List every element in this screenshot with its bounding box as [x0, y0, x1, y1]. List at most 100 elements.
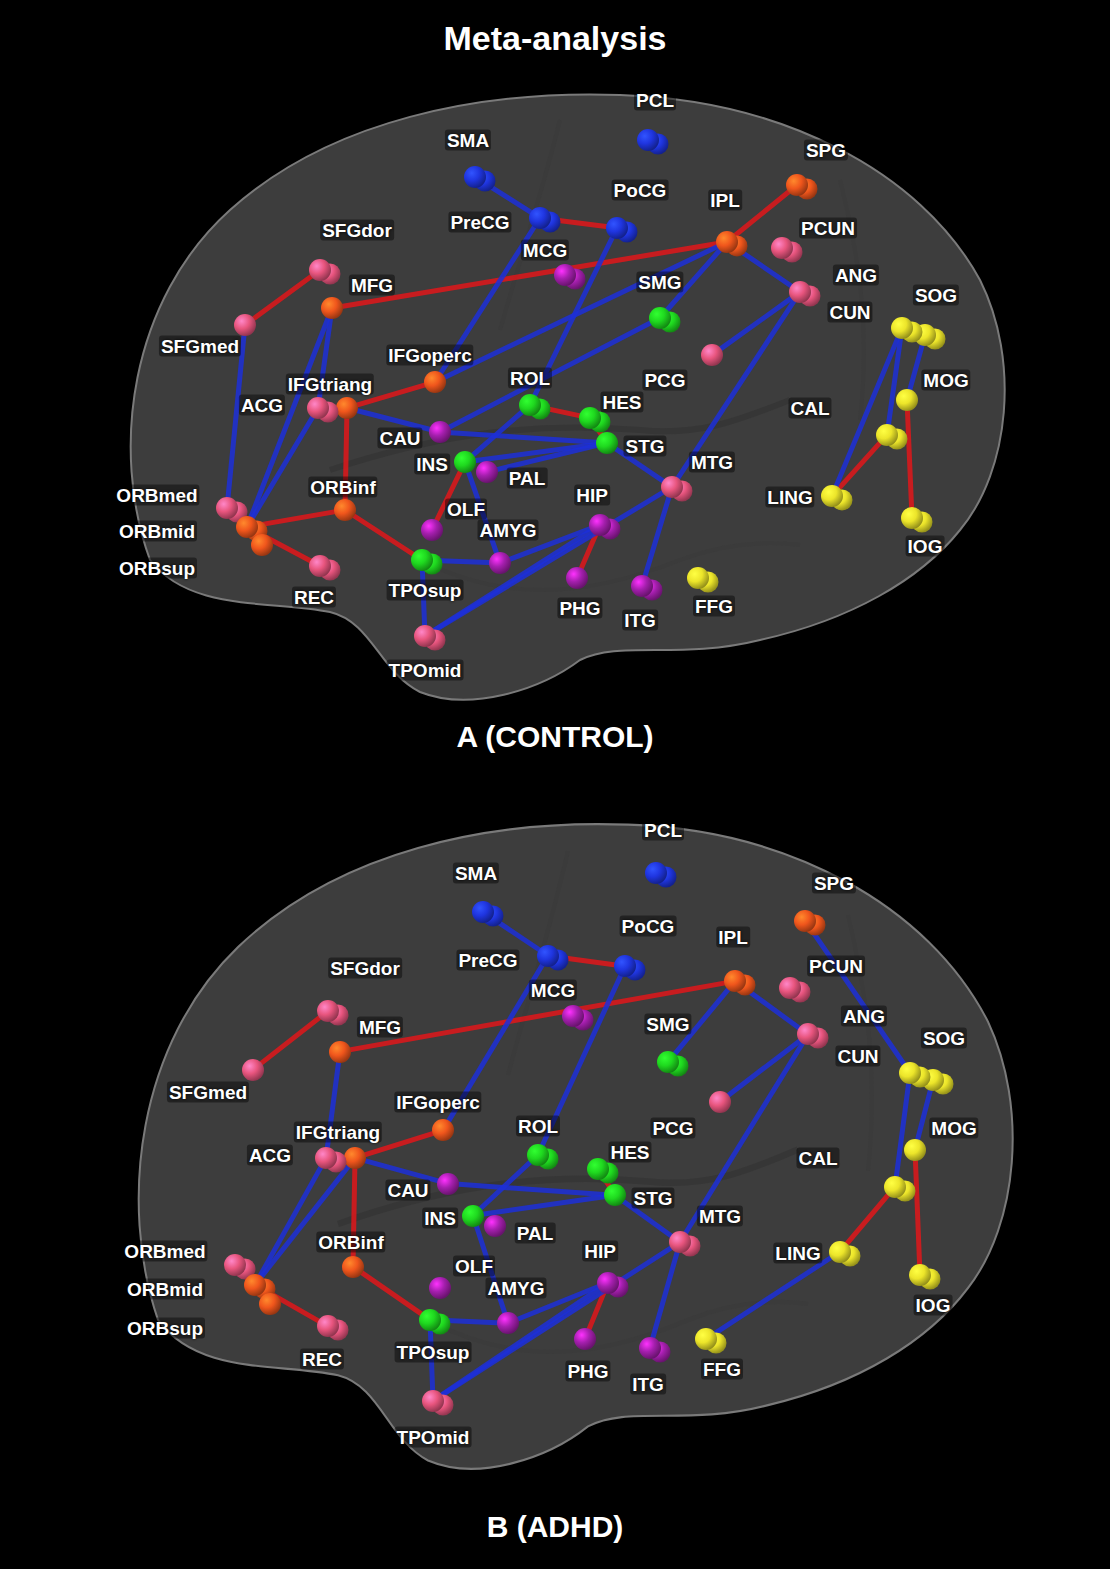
connection-line: [451, 433, 596, 443]
region-label: PCL: [634, 90, 676, 111]
figure-title: Meta-analysis: [444, 19, 667, 58]
region-node: PCG: [709, 1091, 731, 1113]
region-label: ORBmid: [125, 1279, 205, 1300]
region-label: IFGoperc: [394, 1091, 481, 1112]
region-label: PCUN: [799, 218, 857, 239]
region-node: PreCG: [529, 207, 551, 229]
region-node: ORBsup: [259, 1293, 281, 1315]
region-sphere: [454, 451, 476, 473]
region-label: REC: [292, 587, 336, 608]
region-label: SFGmed: [167, 1081, 249, 1102]
region-node: SMG: [657, 1051, 679, 1073]
region-sphere: [896, 389, 918, 411]
region-sphere: [637, 129, 659, 151]
region-sphere: [317, 1000, 339, 1022]
region-sphere: [315, 1147, 337, 1169]
region-node: MOG: [896, 389, 918, 411]
region-node: PCL: [645, 862, 667, 884]
region-node: REC: [309, 555, 331, 577]
region-label: MTG: [689, 452, 735, 473]
region-node: IOG: [909, 1264, 931, 1286]
region-sphere: [476, 461, 498, 483]
region-label: IFGtriang: [294, 1122, 382, 1143]
region-label: SOG: [921, 1027, 967, 1048]
region-node: PAL: [476, 461, 498, 483]
region-node: SFGmed: [242, 1059, 264, 1081]
region-sphere: [587, 1158, 609, 1180]
region-label: STG: [631, 1188, 674, 1209]
region-node: OLF: [421, 519, 443, 541]
region-label: HES: [608, 1141, 651, 1162]
region-node: PHG: [566, 567, 588, 589]
region-node: AMYG: [489, 552, 511, 574]
region-node: TPOmid: [414, 625, 436, 647]
region-sphere: [251, 534, 273, 556]
region-label: OLF: [453, 1255, 495, 1276]
region-label: CAL: [796, 1148, 839, 1169]
region-node: MTG: [661, 476, 683, 498]
region-label: PCUN: [807, 956, 865, 977]
region-label: AMYG: [478, 520, 539, 541]
connection-line: [686, 1044, 802, 1233]
region-sphere: [566, 567, 588, 589]
region-sphere: [317, 1315, 339, 1337]
region-label: ANG: [833, 265, 879, 286]
region-sphere: [899, 1062, 921, 1084]
region-sphere: [562, 1005, 584, 1027]
region-sphere: [554, 264, 576, 286]
region-label: SOG: [913, 285, 959, 306]
region-node: IPL: [724, 970, 746, 992]
region-node: AMYG: [497, 1312, 519, 1334]
brain-outline: [131, 94, 1005, 699]
region-sphere: [884, 1176, 906, 1198]
region-label: SFGdor: [328, 958, 402, 979]
region-sphere: [321, 297, 343, 319]
region-node: PoCG: [614, 955, 636, 977]
region-node: SMA: [464, 166, 486, 188]
region-label: FFG: [693, 596, 735, 617]
region-node: PoCG: [606, 217, 628, 239]
region-label: PHG: [557, 598, 602, 619]
region-sphere: [224, 1254, 246, 1276]
region-sphere: [421, 519, 443, 541]
region-label: ORBmid: [117, 521, 197, 542]
region-sphere: [342, 1256, 364, 1278]
region-sphere: [336, 397, 358, 419]
region-label: ORBmed: [122, 1240, 207, 1261]
region-sphere: [464, 166, 486, 188]
region-label: REC: [300, 1349, 344, 1370]
region-sphere: [829, 1241, 851, 1263]
region-label: IOG: [906, 536, 945, 557]
region-label: TPOmid: [387, 660, 464, 681]
connection-line: [847, 1195, 888, 1243]
region-sphere: [904, 1139, 926, 1161]
region-sphere: [596, 432, 618, 454]
region-sphere: [497, 1312, 519, 1334]
region-label: PreCG: [456, 949, 519, 970]
region-node: PCUN: [771, 237, 793, 259]
region-label: IFGtriang: [286, 374, 374, 395]
region-label: SMG: [644, 1013, 691, 1034]
region-sphere: [669, 1231, 691, 1253]
region-node: CUN: [891, 317, 913, 339]
region-node: CAU: [429, 421, 451, 443]
region-label: MCG: [529, 979, 577, 1000]
region-label: ORBmed: [114, 485, 199, 506]
region-label: SFGdor: [320, 220, 394, 241]
region-node: SMA: [472, 901, 494, 923]
region-node: SMG: [649, 307, 671, 329]
region-label: MFG: [357, 1017, 403, 1038]
region-sphere: [527, 1144, 549, 1166]
connection-line: [362, 1273, 421, 1314]
region-node: SPG: [794, 910, 816, 932]
panel-label: B (ADHD): [487, 1510, 624, 1544]
region-label: ORBsup: [117, 558, 197, 579]
region-label: AMYG: [486, 1277, 547, 1298]
region-sphere: [424, 371, 446, 393]
region-node: HES: [579, 407, 601, 429]
region-sphere: [779, 977, 801, 999]
connection-line: [260, 1168, 320, 1276]
region-node: PHG: [574, 1328, 596, 1350]
region-node: ORBmid: [244, 1274, 266, 1296]
